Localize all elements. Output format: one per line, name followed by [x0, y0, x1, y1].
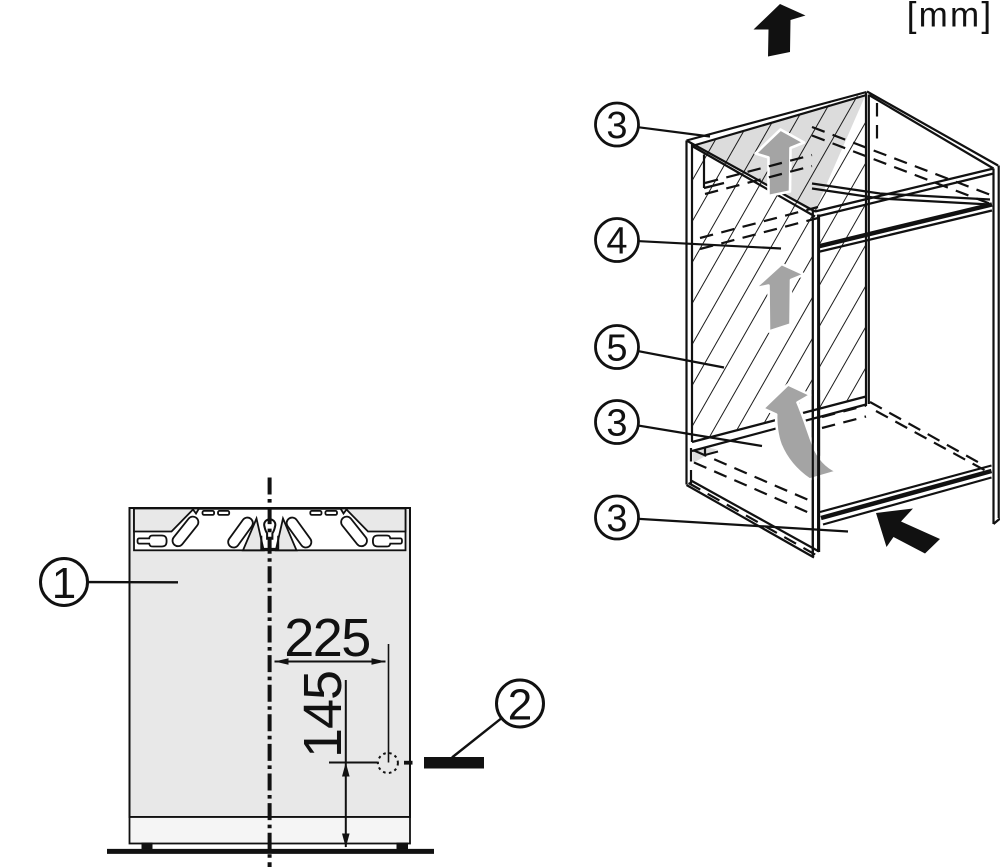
- svg-text:4: 4: [606, 221, 627, 263]
- svg-text:3: 3: [606, 403, 627, 445]
- svg-text:1: 1: [52, 559, 76, 608]
- svg-text:[mm]: [mm]: [907, 0, 994, 35]
- svg-text:2: 2: [508, 681, 532, 730]
- svg-text:5: 5: [606, 328, 627, 370]
- svg-text:145: 145: [293, 671, 353, 758]
- svg-text:3: 3: [606, 105, 627, 147]
- svg-text:225: 225: [284, 608, 370, 668]
- svg-text:3: 3: [606, 498, 627, 540]
